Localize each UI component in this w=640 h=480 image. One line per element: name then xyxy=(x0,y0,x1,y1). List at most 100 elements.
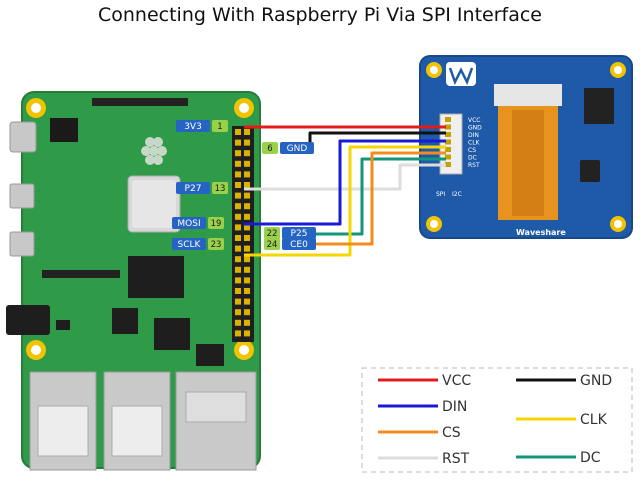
pi-label-name: SCLK xyxy=(178,240,202,250)
gpio-pin xyxy=(244,160,250,167)
oled-pin-label: GND xyxy=(468,125,482,132)
pi-pin-number: 19 xyxy=(211,219,222,229)
pi-label-box xyxy=(176,182,210,194)
spi-label: SPI xyxy=(436,191,445,198)
legend-label: GND xyxy=(580,373,612,389)
pi-pin-number-box xyxy=(264,227,280,239)
wire-dc xyxy=(300,157,446,236)
gpio-pin xyxy=(235,256,241,263)
gpio-pin xyxy=(244,129,250,135)
gpio-pin xyxy=(235,277,241,284)
gpio-pin xyxy=(235,150,241,157)
gpio-pin xyxy=(244,330,250,337)
gpio-pin xyxy=(235,203,241,210)
gpio-pin xyxy=(244,171,250,178)
gpio-pin xyxy=(244,150,250,157)
pi-pin-number: 1 xyxy=(217,122,222,132)
pi-label-box xyxy=(172,217,206,229)
gpio-pin xyxy=(244,213,250,220)
pi-label-name: MOSI xyxy=(177,219,200,229)
oled-pin xyxy=(445,154,451,160)
pi-pin-number-box xyxy=(212,182,228,194)
oled-pin xyxy=(445,124,451,130)
pi-label-box xyxy=(176,120,210,132)
legend-label: CS xyxy=(442,425,461,441)
gpio-pin xyxy=(244,309,250,316)
gpio-pin xyxy=(235,171,241,178)
raspberry-logo-icon xyxy=(141,137,167,165)
oled-pin-label: DIN xyxy=(468,132,479,139)
pi-label-name: P25 xyxy=(291,229,308,239)
gpio-pin xyxy=(244,235,250,241)
brand-label: Waveshare xyxy=(516,228,566,237)
gpio-pin xyxy=(235,160,241,167)
gpio-pin xyxy=(244,182,250,188)
pi-label-name: P27 xyxy=(185,184,202,194)
gpio-header xyxy=(235,129,250,337)
pi-pin-number: 22 xyxy=(267,229,278,239)
pi-label-box xyxy=(282,238,316,250)
pi-pin-number-box xyxy=(262,142,278,154)
oled-pin xyxy=(445,117,451,122)
pi-label-name: CE0 xyxy=(290,240,308,250)
raspberry-pi-board xyxy=(6,91,261,471)
legend-label: VCC xyxy=(442,373,471,389)
pi-pin-number-box xyxy=(208,217,224,229)
pi-label-box xyxy=(282,227,316,239)
wire-cs xyxy=(300,151,446,246)
wire-clk xyxy=(244,145,446,257)
oled-pin-label: CS xyxy=(468,147,476,154)
pi-label-name: 3V3 xyxy=(184,122,202,132)
wire-rst xyxy=(244,163,446,191)
gpio-pin xyxy=(244,192,250,199)
gpio-pin xyxy=(244,139,250,146)
i2c-label: I2C xyxy=(452,191,462,198)
legend-label: CLK xyxy=(580,412,608,428)
gpio-pin xyxy=(235,309,241,316)
pi-pin-number-box xyxy=(264,238,280,250)
pi-pin-number: 13 xyxy=(215,184,226,194)
pi-pin-number-box xyxy=(212,120,228,132)
gpio-pin xyxy=(235,245,241,252)
gpio-pin xyxy=(244,256,250,263)
pi-label-box xyxy=(280,142,314,154)
wire-din xyxy=(244,139,446,226)
pi-label-box xyxy=(172,238,206,250)
gpio-pin xyxy=(235,224,241,231)
oled-pin xyxy=(445,147,451,152)
legend-label: DC xyxy=(580,450,601,466)
wires xyxy=(244,125,446,257)
gpio-pin xyxy=(235,139,241,146)
gpio-pin xyxy=(235,266,241,273)
gpio-pin xyxy=(244,245,250,252)
waveshare-logo-icon xyxy=(446,62,476,86)
oled-pin-label: DC xyxy=(468,155,477,162)
gpio-pin xyxy=(235,288,241,294)
gpio-pin xyxy=(244,277,250,284)
gpio-pin xyxy=(244,298,250,305)
oled-pin-label: CLK xyxy=(468,140,481,147)
gpio-pin xyxy=(244,224,250,231)
oled-pin xyxy=(445,139,451,145)
gpio-pin xyxy=(244,288,250,294)
oled-pin-label: RST xyxy=(468,162,480,169)
oled-pin-label: VCC xyxy=(468,117,480,124)
gpio-pin xyxy=(235,298,241,305)
gpio-pin xyxy=(235,192,241,199)
pi-label-name: GND xyxy=(287,144,308,154)
gpio-pin xyxy=(235,319,241,326)
gpio-pin xyxy=(244,319,250,326)
pi-pin-number: 23 xyxy=(211,240,222,250)
gpio-pin xyxy=(244,203,250,210)
page-title: Connecting With Raspberry Pi Via SPI Int… xyxy=(98,4,542,26)
pi-pin-number: 6 xyxy=(267,144,272,154)
gpio-pin xyxy=(235,182,241,188)
gpio-pin xyxy=(235,129,241,135)
oled-pin xyxy=(445,132,451,137)
oled-pin xyxy=(445,162,451,167)
